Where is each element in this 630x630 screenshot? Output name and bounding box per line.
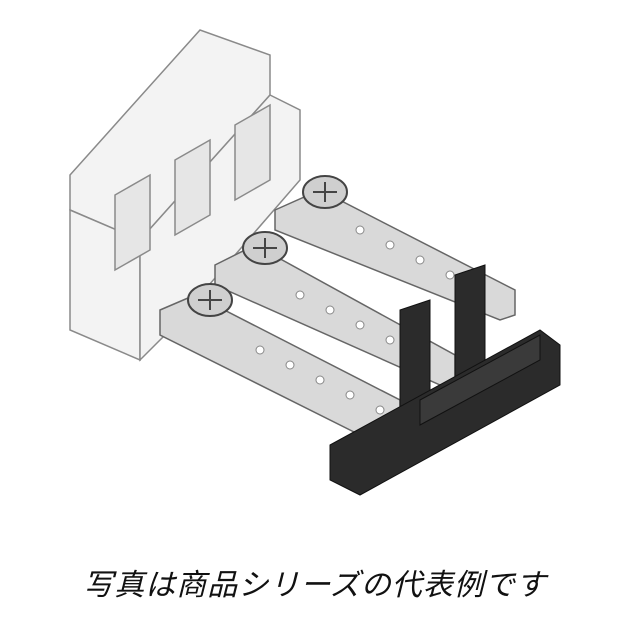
busbar-holes bbox=[255, 225, 485, 415]
caption-text: 写真は商品シリーズの代表例です bbox=[83, 568, 547, 603]
breaker-housing bbox=[69, 29, 301, 362]
support-bracket bbox=[329, 264, 561, 496]
